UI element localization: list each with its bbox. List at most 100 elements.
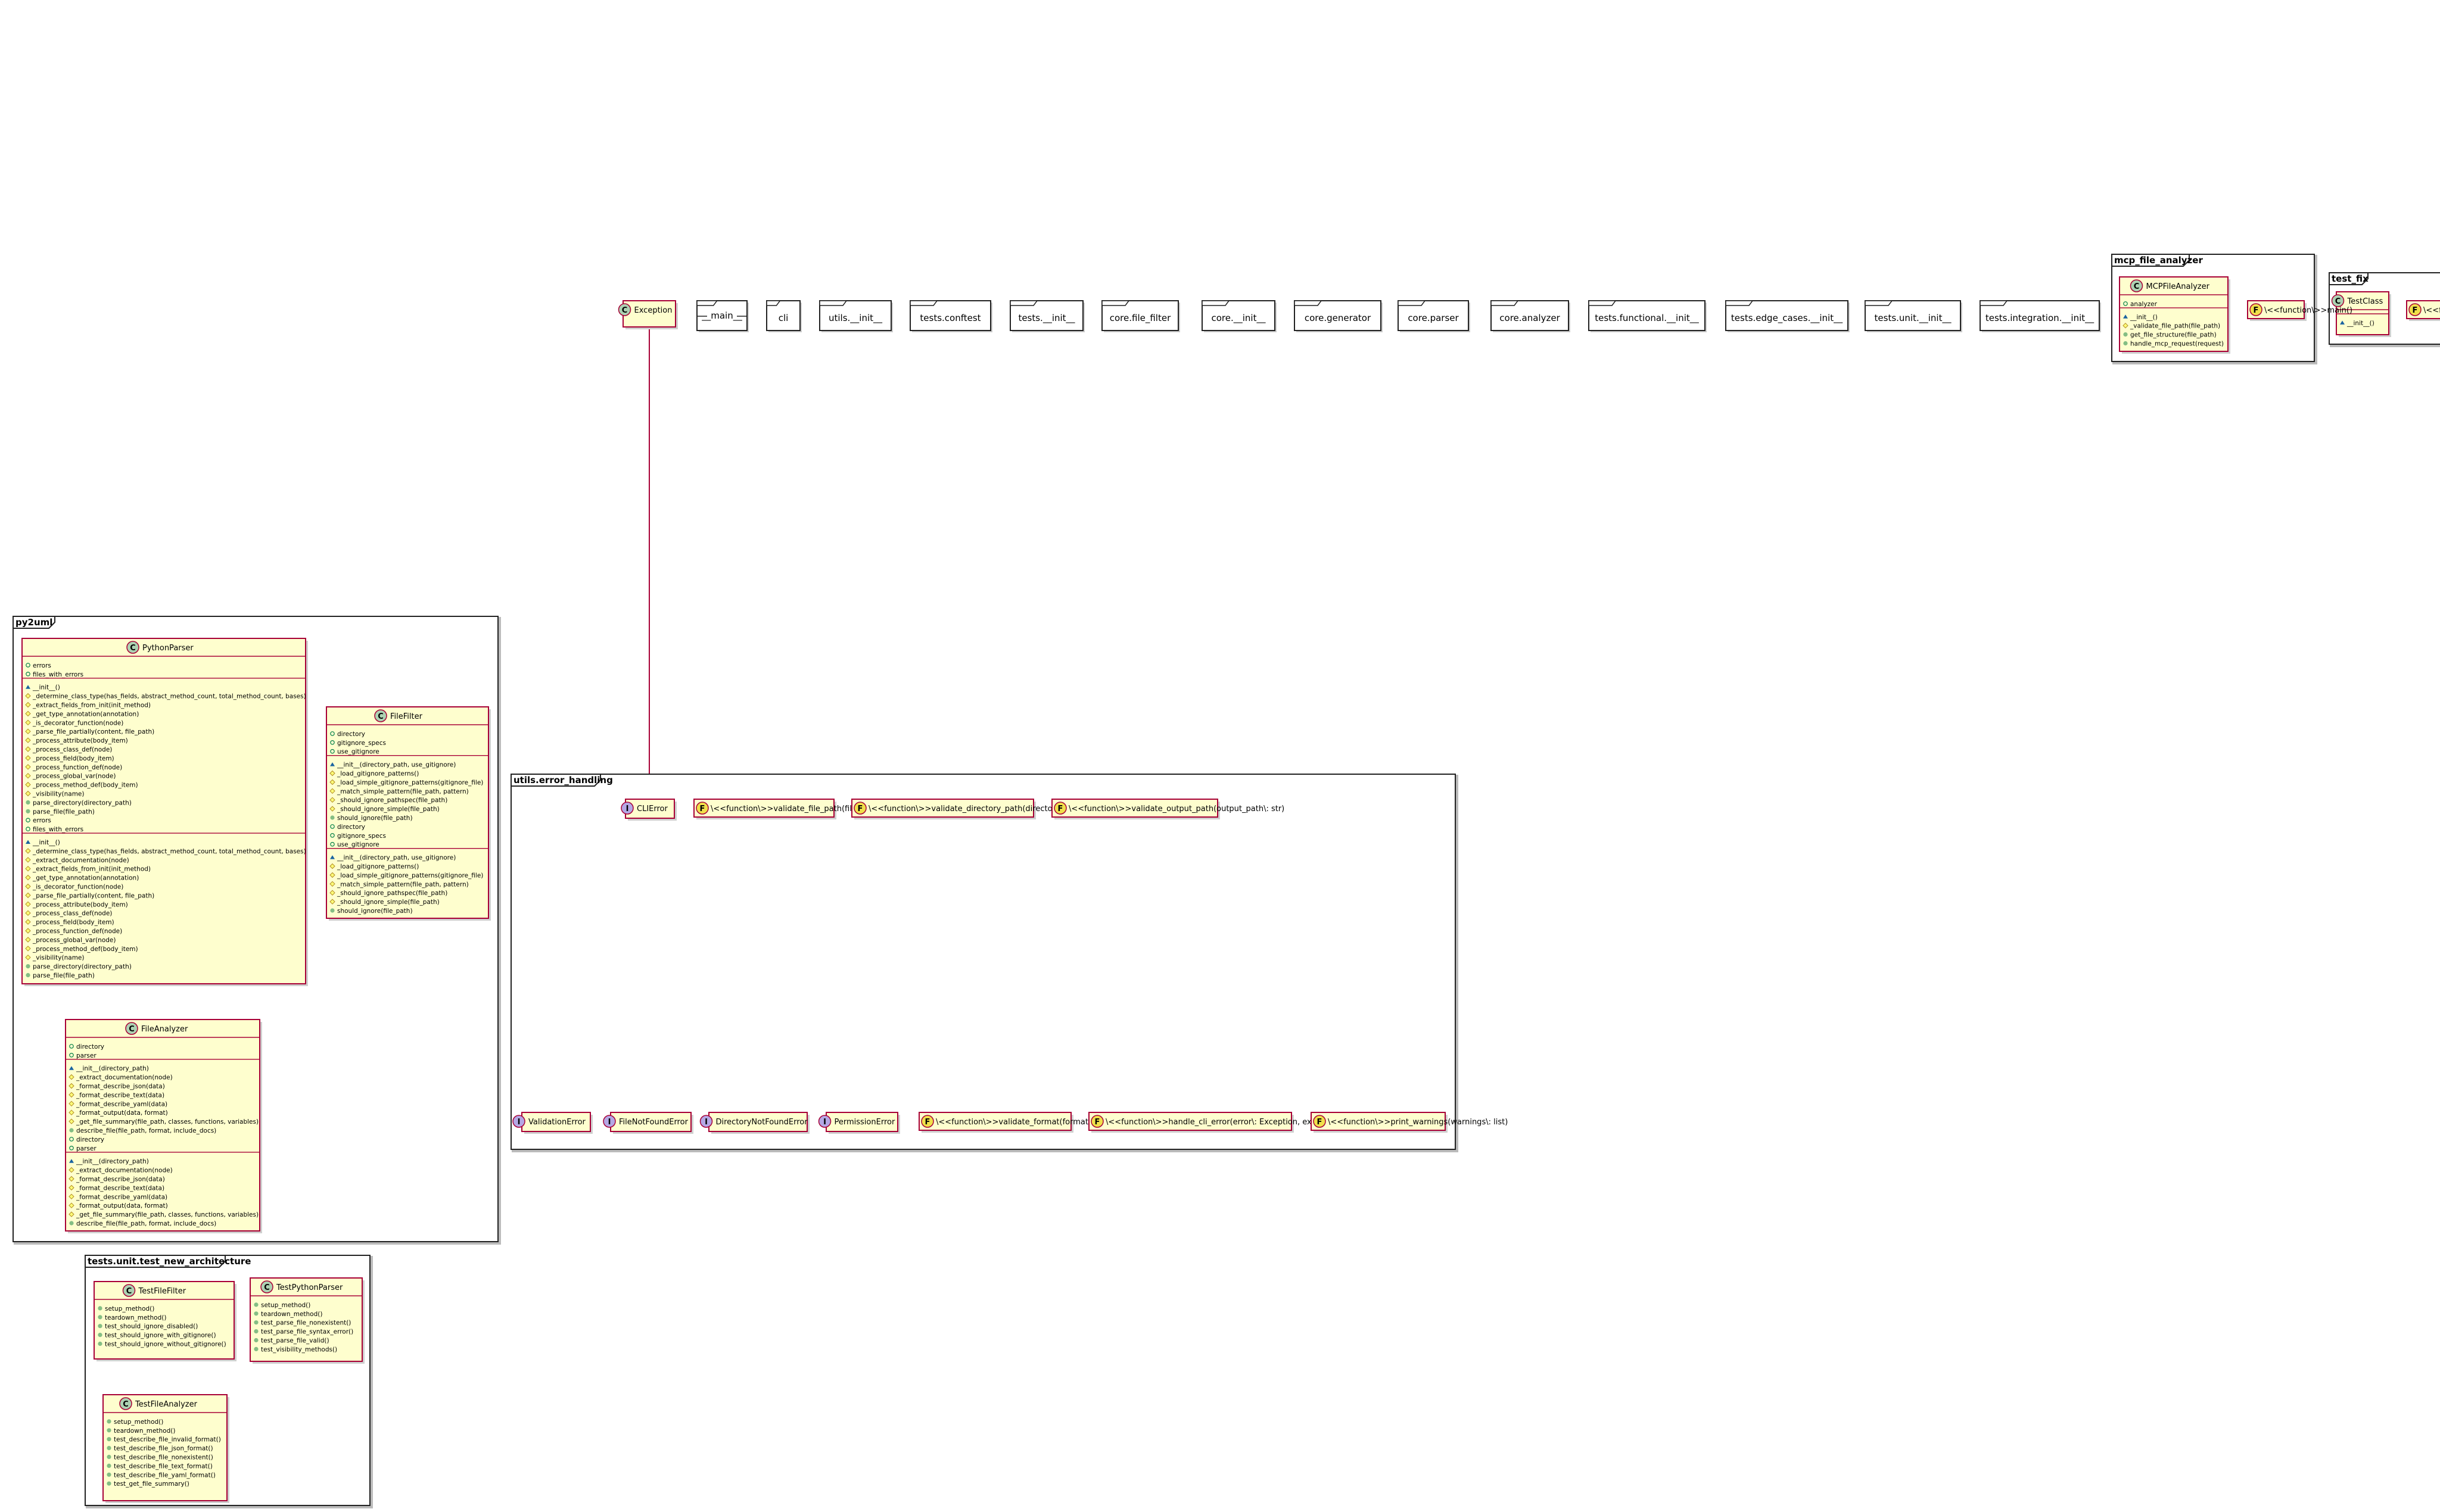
function-validate-format[interactable]: F \<<function\>>validate_format(format_na… (919, 1112, 1135, 1133)
package-private-icon (69, 1066, 74, 1070)
svg-text:F: F (700, 805, 705, 813)
method: _process_attribute(body_item) (32, 737, 128, 744)
module-label: core.file_filter (1110, 313, 1171, 324)
method: _visibility(name) (32, 955, 85, 962)
function-handle-cli-error[interactable]: F\<<function\>>handle_cli_error(error\: … (1088, 1112, 1360, 1133)
protected-icon (2122, 322, 2128, 329)
svg-text:I: I (518, 1118, 521, 1127)
function-main[interactable]: F\<<function\>>main() (2247, 300, 2352, 321)
method: get_file_structure(file_path) (2130, 332, 2217, 339)
function-stereotype-icon (2249, 303, 2262, 316)
method: parse_file(file_path) (33, 972, 95, 980)
protected-icon (69, 1083, 74, 1089)
method: _load_simple_gitignore_patterns(gitignor… (337, 779, 483, 786)
public-icon (330, 815, 335, 820)
protected-icon (329, 806, 335, 812)
protected-icon (25, 781, 31, 788)
module-7: core.generator (1294, 300, 1383, 332)
public-icon (26, 809, 30, 813)
field-icon (69, 1146, 74, 1151)
package-title: mcp_file_analyzer (2114, 255, 2203, 266)
protected-icon (69, 1202, 74, 1208)
field: gitignore_specs (337, 833, 386, 840)
module-label: core.__init__ (1212, 313, 1266, 324)
protected-icon (25, 702, 31, 708)
method: _extract_documentation(node) (76, 1074, 173, 1081)
protected-icon (25, 737, 31, 743)
field: parser (76, 1052, 97, 1059)
function-name: \<<function\>>validate_format(format_nam… (936, 1118, 1135, 1127)
class-name: DirectoryNotFoundError (716, 1118, 808, 1127)
method: test_describe_file_invalid_format() (114, 1436, 221, 1444)
class-name: CLIError (637, 805, 668, 813)
method: __init__() (2346, 320, 2374, 327)
function-validate-output-path[interactable]: F\<<function\>>validate_output_path(outp… (1051, 799, 1284, 819)
package-private-icon (2340, 320, 2345, 325)
svg-text:F: F (925, 1118, 930, 1127)
class-stereotype-icon (126, 641, 139, 654)
module-11: tests.edge_cases.__init__ (1725, 300, 1850, 332)
field-icon (26, 663, 30, 668)
method: _format_output(data, format) (76, 1202, 168, 1209)
method: _match_simple_pattern(file_path, pattern… (337, 881, 469, 888)
method: _should_ignore_simple(file_path) (337, 899, 440, 906)
method: __init__() (32, 684, 60, 691)
method: _format_describe_text(data) (76, 1184, 164, 1192)
method: _get_type_annotation(annotation) (32, 875, 139, 882)
method: __init__(directory_path) (76, 1158, 149, 1165)
method: _is_decorator_function(node) (32, 884, 123, 891)
protected-icon (69, 1118, 74, 1124)
protected-icon (25, 865, 31, 872)
public-icon (254, 1302, 259, 1307)
method: test_describe_file_text_format() (114, 1463, 213, 1470)
function-test-fix-function[interactable]: F\<<function\>> (2406, 300, 2440, 321)
public-icon (330, 908, 335, 913)
function-validate-file-path[interactable]: F\<<function\>>validate_file_path(file_p… (693, 799, 899, 819)
interface-stereotype-icon (699, 1115, 713, 1128)
function-name: \<<function\>>print_warnings(warnings\: … (1328, 1118, 1508, 1127)
method: setup_method() (114, 1419, 163, 1426)
module-label: cli (779, 313, 789, 323)
interface-stereotype-icon (603, 1115, 616, 1128)
package-private-icon (26, 685, 30, 689)
protected-icon (25, 755, 31, 761)
protected-icon (25, 772, 31, 779)
method: _process_class_def(node) (32, 746, 112, 753)
svg-text:C: C (2335, 297, 2341, 306)
method: _format_describe_json(data) (76, 1083, 165, 1090)
package-title: tests.unit.test_new_architecture (88, 1256, 251, 1267)
field: directory (337, 824, 365, 831)
protected-icon (69, 1167, 74, 1173)
method: test_parse_file_nonexistent() (261, 1320, 351, 1327)
method: handle_mcp_request(request) (2130, 341, 2224, 348)
svg-text:C: C (2134, 282, 2140, 291)
public-icon (2123, 341, 2128, 346)
method: __init__() (2130, 314, 2158, 321)
interface-stereotype-icon (818, 1115, 832, 1128)
module-1: cli (766, 300, 802, 332)
function-print-warnings[interactable]: F\<<function\>>print_warnings(warnings\:… (1311, 1112, 1508, 1133)
method: _load_simple_gitignore_patterns(gitignor… (337, 872, 483, 879)
protected-icon (25, 928, 31, 934)
package-private-icon (2123, 314, 2128, 319)
svg-text:C: C (126, 1287, 132, 1296)
method: _process_method_def(body_item) (32, 782, 138, 789)
protected-icon (25, 910, 31, 916)
field-icon (26, 818, 30, 823)
protected-icon (25, 693, 31, 699)
function-validate-directory-path[interactable]: F\<<function\>>validate_directory_path(d… (851, 799, 1103, 819)
